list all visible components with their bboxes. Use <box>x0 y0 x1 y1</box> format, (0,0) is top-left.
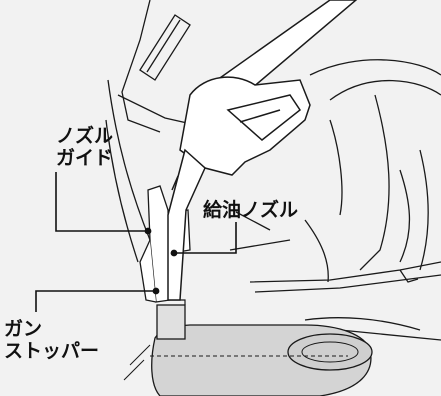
nozzle-guide-leader <box>55 172 148 232</box>
fuel-nozzle-label: 給油ノズル <box>203 199 298 221</box>
nozzle-guide-label: ノズル ガイド <box>56 125 113 169</box>
gun-stopper-part <box>156 299 186 340</box>
fuel-nozzle-part <box>167 0 358 301</box>
gun-stopper-label: ガン ストッパー <box>4 318 99 362</box>
gun-stopper-label-line2: ストッパー <box>4 340 100 362</box>
scooter-body-outline <box>105 0 441 341</box>
fuel-tank <box>123 324 373 396</box>
fuel-nozzle-label-text: 給油ノズル <box>203 199 299 221</box>
nozzle-guide-label-line1: ノズル <box>56 125 114 147</box>
fuel-nozzle-leader <box>174 222 237 254</box>
nozzle-guide-label-line2: ガイド <box>56 147 114 169</box>
gun-stopper-label-line1: ガン <box>4 318 43 340</box>
gun-stopper-leader <box>35 290 156 312</box>
leader-lines <box>35 172 237 312</box>
